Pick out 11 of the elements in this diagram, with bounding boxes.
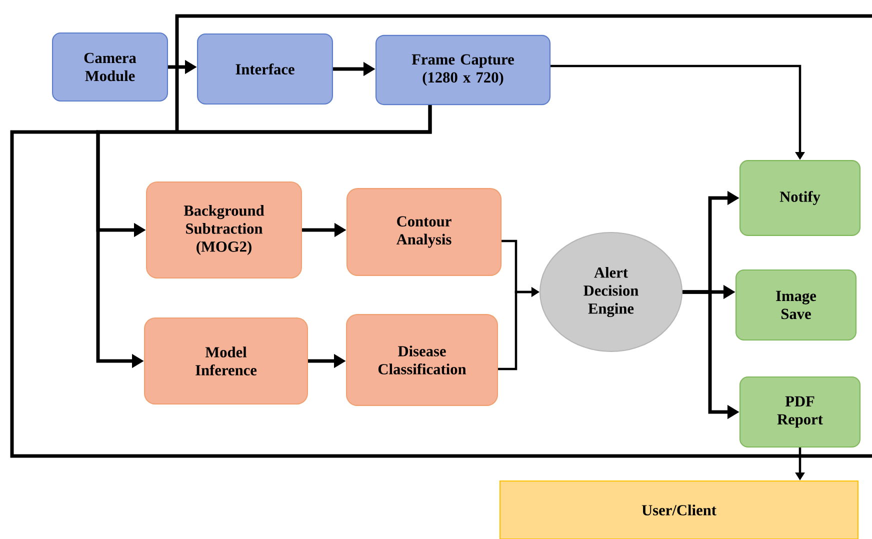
process-box: Interface: [197, 33, 333, 105]
output-box: Notify: [739, 160, 861, 236]
process-box: Frame Capture (1280 x 720): [375, 34, 551, 106]
process-box: Camera Module: [52, 32, 168, 102]
process-box: Disease Classification: [346, 314, 498, 406]
process-box: Model Inference: [144, 317, 308, 405]
client-box: User/Client: [499, 480, 859, 539]
process-box: Background Subtraction (MOG2): [146, 181, 302, 279]
process-box: Contour Analysis: [346, 188, 502, 276]
output-box: PDF Report: [739, 376, 861, 448]
output-box: Image Save: [735, 269, 857, 341]
